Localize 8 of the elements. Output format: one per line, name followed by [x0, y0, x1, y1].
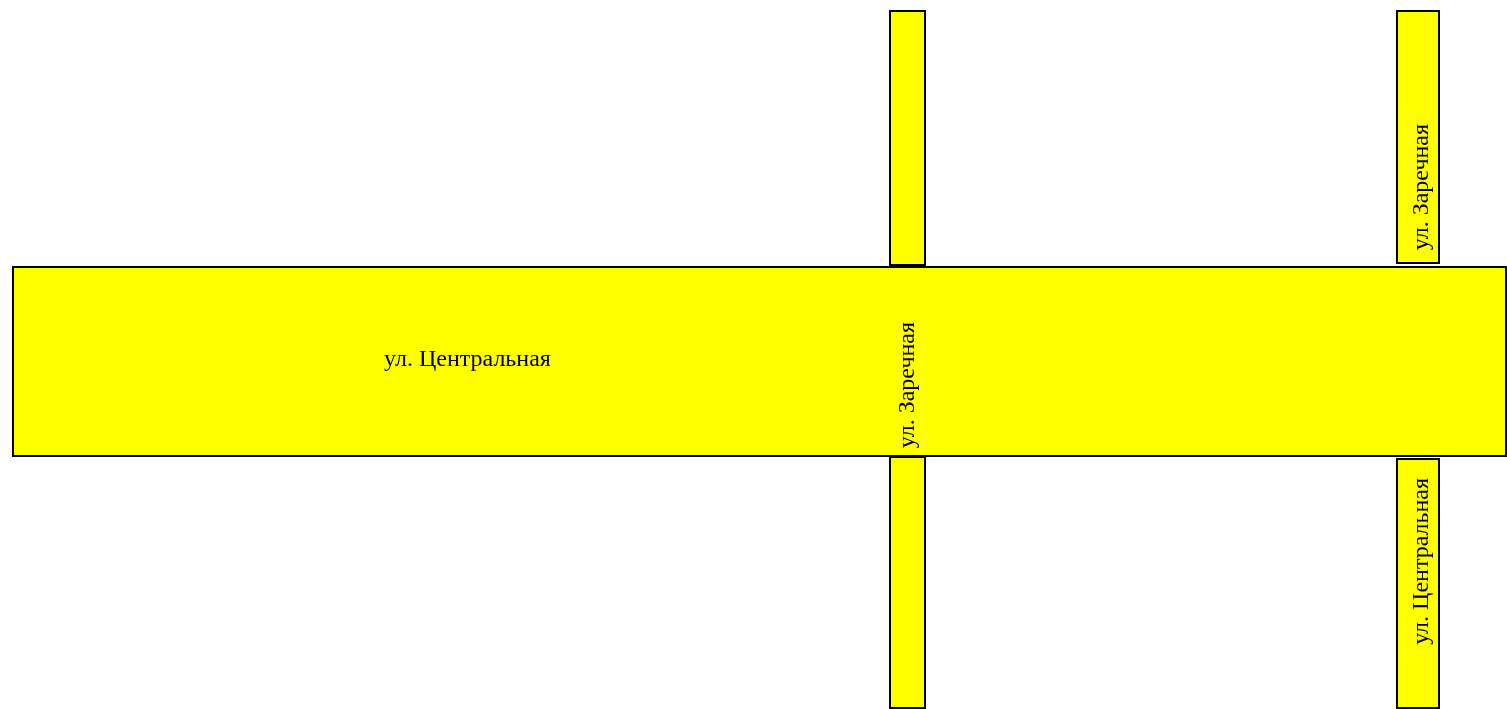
street-band	[889, 10, 926, 709]
street-band	[1396, 458, 1440, 709]
street-name: ул. Центральная	[384, 346, 551, 370]
street-name: ул. Центральная	[1408, 478, 1432, 645]
street-name: ул. Заречная	[1408, 124, 1432, 251]
street-band	[12, 266, 1507, 457]
street-name: ул. Заречная	[894, 322, 918, 449]
street-band	[1396, 10, 1440, 264]
